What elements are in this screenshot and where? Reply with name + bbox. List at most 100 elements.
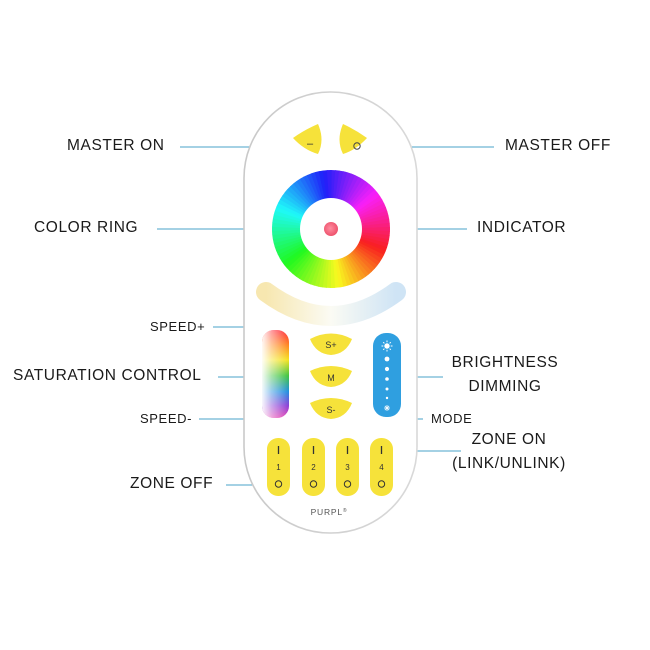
color-ring-segment	[339, 172, 352, 201]
color-ring-segment	[299, 254, 317, 282]
color-ring-segment	[310, 172, 324, 201]
zone-number: 4	[379, 463, 384, 472]
speed-plus-label: S+	[325, 340, 336, 350]
label-dimming: DIMMING	[468, 378, 542, 395]
color-ring-segment	[360, 218, 390, 227]
color-ring-segment	[303, 174, 320, 203]
speed-plus-button[interactable]	[310, 333, 352, 356]
zone-button-2[interactable]: 2	[302, 438, 325, 496]
dim-sun-icon	[384, 405, 390, 411]
master-off-symbol	[353, 142, 361, 150]
color-ring-segment	[359, 236, 389, 248]
color-ring-segment	[272, 222, 302, 228]
color-ring-segment	[277, 241, 306, 259]
label-link-unlink: (LINK/UNLINK)	[452, 455, 566, 472]
brightness-dot	[385, 387, 389, 391]
color-ring-segment	[360, 234, 390, 244]
zone-button-3[interactable]: 3	[336, 438, 359, 496]
brightness-dot	[384, 356, 390, 362]
color-ring-segment	[292, 251, 314, 277]
color-ring-segment	[279, 243, 307, 262]
color-ring-segment	[322, 258, 329, 288]
label-indicator: INDICATOR	[477, 219, 567, 236]
color-ring-segment	[290, 183, 312, 208]
color-ring-segment	[331, 170, 336, 200]
color-ring-segment	[354, 192, 381, 213]
color-ring-segment	[277, 198, 306, 216]
color-ring-segment	[338, 257, 352, 286]
color-ring-segment	[330, 258, 336, 289]
brightness-strip[interactable]	[373, 333, 401, 417]
color-ring-segment	[273, 235, 303, 248]
zone-off-mark	[274, 480, 283, 488]
color-ring-segment	[276, 239, 305, 255]
speed-minus-button[interactable]	[310, 398, 352, 419]
zone-button-4[interactable]: 4	[370, 438, 393, 496]
color-ring-segment	[342, 255, 359, 284]
color-ring-segment	[359, 210, 389, 223]
color-ring-segment	[281, 245, 308, 266]
zone-off-mark	[343, 480, 352, 488]
color-ring-segment	[314, 257, 325, 287]
color-ring-segment	[343, 175, 360, 203]
color-ring-segment	[345, 176, 363, 204]
label-mode: MODE	[431, 411, 473, 426]
color-ring-segment	[274, 206, 304, 220]
color-ring-segment	[284, 247, 309, 269]
color-ring-segment	[273, 210, 303, 222]
label-speed-plus: SPEED+	[150, 319, 206, 334]
color-ring-segment	[334, 258, 344, 288]
color-ring-segment	[310, 257, 323, 286]
color-ring-segment	[357, 203, 386, 219]
color-ring-segment	[346, 178, 367, 205]
color-ring[interactable]	[272, 169, 390, 289]
master-off-button[interactable]	[339, 124, 368, 154]
color-ring-segment	[357, 240, 386, 256]
color-ring-segment	[360, 230, 390, 236]
color-ring-segment	[307, 173, 322, 202]
color-ring-segment	[326, 169, 332, 200]
master-on-button[interactable]	[293, 124, 322, 154]
color-ring-segment	[284, 189, 309, 211]
color-ring-segment	[350, 183, 373, 208]
color-ring-segment	[348, 181, 370, 207]
saturation-strip[interactable]	[262, 330, 289, 418]
color-ring-segments	[272, 169, 390, 289]
color-ring-segment	[360, 222, 390, 229]
color-ring-segment	[353, 189, 378, 211]
color-ring-segment	[279, 195, 307, 214]
white-temperature-arc[interactable]	[256, 282, 406, 326]
color-ring-segment	[296, 178, 316, 205]
color-ring-segment	[355, 244, 383, 263]
color-ring-segment	[358, 238, 388, 252]
color-ring-segment	[360, 232, 390, 240]
color-ring-segment	[335, 170, 344, 200]
color-ring-segment	[293, 180, 314, 207]
color-ring-segment	[272, 218, 302, 226]
color-ring-segment	[272, 214, 302, 224]
color-ring-segment	[286, 248, 311, 272]
color-ring-segment	[336, 257, 348, 287]
color-ring-segment	[274, 237, 304, 252]
zone-off-mark	[377, 480, 386, 488]
label-saturation-control: SATURATION CONTROL	[13, 367, 202, 384]
color-ring-segment	[318, 170, 328, 200]
label-speed-minus: SPEED-	[140, 411, 193, 426]
color-ring-segment	[340, 256, 355, 285]
color-ring-segment	[272, 233, 302, 244]
color-ring-segment	[350, 250, 372, 275]
mode-label: M	[327, 373, 335, 383]
brightness-dot	[385, 377, 389, 381]
zone-number: 3	[345, 463, 350, 472]
color-ring-segment	[341, 173, 356, 202]
label-color-ring: COLOR RING	[34, 219, 139, 236]
zone-button-1[interactable]: 1	[267, 438, 290, 496]
color-ring-segment	[355, 196, 383, 215]
color-ring-segment	[353, 247, 378, 269]
color-ring-segment	[306, 256, 321, 285]
zone-number: 2	[311, 463, 316, 472]
color-ring-segment	[356, 242, 385, 260]
color-ring-segment	[360, 214, 390, 225]
mode-button[interactable]	[310, 366, 352, 387]
